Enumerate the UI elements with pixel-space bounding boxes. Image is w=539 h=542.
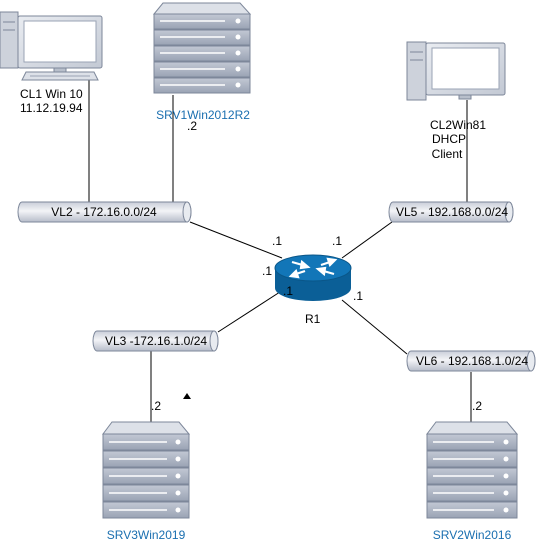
srv1-host-addr: .2 (187, 119, 198, 133)
srv3-name: SRV3Win2019 (106, 528, 186, 542)
router-icon (274, 254, 352, 301)
r1-port-vl5: .1 (332, 234, 343, 248)
link-vl3-r1 (217, 289, 284, 333)
r1-port-vl6: .1 (353, 289, 364, 303)
vlan-vl6-label: VL6 - 192.168.1.0/24 (416, 354, 528, 368)
vlan-vl6: VL6 - 192.168.1.0/24 (406, 350, 536, 372)
link-vl5-r1 (341, 221, 393, 259)
cl2-name: CL2Win81 (429, 118, 487, 132)
r1-port-vl3-lower: .1 (283, 284, 294, 298)
workstation-cl1-icon (0, 11, 103, 81)
vlan-vl3-label: VL3 -172.16.1.0/24 (105, 334, 207, 348)
srv3-host-addr: .2 (151, 399, 162, 413)
vlan-vl3: VL3 -172.16.1.0/24 (92, 330, 219, 352)
srv1-name: SRV1Win2012R2 (156, 108, 250, 122)
router-name: R1 (305, 312, 321, 326)
r1-port-vl2: .1 (272, 234, 283, 248)
workstation-cl2-icon (406, 41, 506, 101)
cl2-client: Client (431, 147, 463, 161)
vlan-vl5-label: VL5 - 192.168.0.0/24 (396, 205, 508, 219)
cl1-ip: 11.12.19.94 (20, 101, 83, 115)
cl2-dhcp: DHCP (431, 132, 467, 146)
srv2-name: SRV2Win2016 (432, 528, 512, 542)
r1-port-vl3-upper: .1 (262, 264, 273, 278)
cl1-name: CL1 Win 10 (20, 87, 83, 101)
server-srv2-icon (426, 421, 519, 519)
vlan-vl2: VL2 - 172.16.0.0/24 (17, 201, 192, 223)
vlan-vl5: VL5 - 192.168.0.0/24 (388, 201, 514, 223)
vlan-vl2-label: VL2 - 172.16.0.0/24 (51, 205, 157, 219)
cursor-icon (183, 393, 191, 399)
link-vl6-r1 (341, 299, 408, 355)
link-vl2-r1 (189, 221, 283, 259)
server-srv1-icon (152, 2, 252, 94)
srv2-host-addr: .2 (472, 399, 483, 413)
server-srv3-icon (102, 421, 191, 519)
links (88, 80, 472, 425)
